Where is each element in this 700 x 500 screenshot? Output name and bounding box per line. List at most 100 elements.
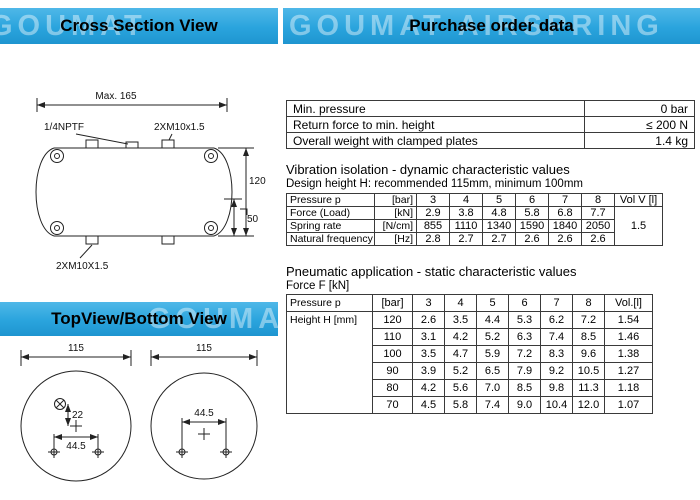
value-cell: 7.2 xyxy=(508,345,541,363)
dim-heights xyxy=(218,147,254,237)
thread-label-top: 2XM10x1.5 xyxy=(154,122,205,133)
value-cell: 7.4 xyxy=(476,396,509,414)
value-cell: 8.5 xyxy=(508,379,541,397)
value-cell: 7.2 xyxy=(572,311,605,329)
dim-label-height-total: 120 xyxy=(249,176,266,187)
height-value: 100 xyxy=(372,345,413,363)
value-cell: 3.1 xyxy=(412,328,445,346)
value-cell: 3.5 xyxy=(444,311,477,329)
table-row: 90 3.9 5.2 6.5 7.9 9.2 10.5 1.27 xyxy=(287,362,653,380)
value-cell: 2.7 xyxy=(449,232,483,246)
dim-label-diameter-right: 115 xyxy=(196,343,212,354)
table-row: Min. pressure 0 bar xyxy=(286,100,695,117)
vol-value: 1.18 xyxy=(604,379,653,397)
vibration-table: Pressure p [bar] 3 4 5 6 7 8 Vol V [l] F… xyxy=(286,193,663,246)
table-row: Height H [mm] 120 2.6 3.5 4.4 5.3 6.2 7.… xyxy=(286,311,653,414)
value-cell: 2.6 xyxy=(548,232,582,246)
spec-value: ≤ 200 N xyxy=(584,116,695,133)
dim-label-diameter-left: 115 xyxy=(68,343,84,354)
pneumatic-table: Pressure p [bar] 3 4 5 6 7 8 Vol.[l] Hei… xyxy=(286,294,653,414)
leader-lines xyxy=(75,133,173,259)
row-unit: [N/cm] xyxy=(374,219,417,233)
top-bottom-view-drawing: 115 115 22 44.5 44.5 xyxy=(20,343,258,482)
value-cell: 2.6 xyxy=(412,311,445,329)
table-row: Pressure p [bar] 3 4 5 6 7 8 Vol.[l] xyxy=(286,294,653,312)
value-cell: 2.9 xyxy=(416,206,450,220)
value-cell: 2.8 xyxy=(416,232,450,246)
port-label: 1/4NPTF xyxy=(44,122,84,133)
value-cell: 8.5 xyxy=(572,328,605,346)
table-row: Spring rate [N/cm] 855 1110 1340 1590 18… xyxy=(286,219,663,233)
value-cell: 3.5 xyxy=(412,345,445,363)
value-cell: 4.8 xyxy=(482,206,516,220)
header-cross-section: GOUMAT Cross Section View xyxy=(0,8,278,44)
value-cell: 6.2 xyxy=(540,311,573,329)
vol-value: 1.54 xyxy=(604,311,653,329)
pressure-col-header: 7 xyxy=(540,294,573,312)
vol-value: 1.5 xyxy=(614,206,663,246)
row-label: Spring rate xyxy=(286,219,375,233)
value-cell: 7.0 xyxy=(476,379,509,397)
value-cell: 5.2 xyxy=(476,328,509,346)
row-unit: [Hz] xyxy=(374,232,417,246)
vol-value: 1.46 xyxy=(604,328,653,346)
value-cell: 3.9 xyxy=(412,362,445,380)
general-specs-table: Min. pressure 0 bar Return force to min.… xyxy=(286,100,695,149)
pressure-col-header: 3 xyxy=(416,193,450,207)
spec-label: Return force to min. height xyxy=(286,116,585,133)
value-cell: 7.9 xyxy=(508,362,541,380)
vibration-section-title: Vibration isolation - dynamic characteri… xyxy=(286,162,570,177)
table-row: Force (Load) [kN] 2.9 3.8 4.8 5.8 6.8 7.… xyxy=(286,206,663,246)
height-value: 90 xyxy=(372,362,413,380)
brand-watermark: GOUMAT xyxy=(148,303,278,335)
value-cell: 5.3 xyxy=(508,311,541,329)
spec-value: 0 bar xyxy=(584,100,695,117)
vol-value: 1.27 xyxy=(604,362,653,380)
value-cell: 6.8 xyxy=(548,206,582,220)
value-cell: 1590 xyxy=(515,219,549,233)
pressure-col-header: 8 xyxy=(572,294,605,312)
dim-label-offset: 22 xyxy=(72,410,84,421)
value-cell: 7.7 xyxy=(581,206,615,220)
value-cell: 11.3 xyxy=(572,379,605,397)
design-height-note: Design height H: recommended 115mm, mini… xyxy=(286,178,583,190)
value-cell: 9.8 xyxy=(540,379,573,397)
height-value: 110 xyxy=(372,328,413,346)
row-label: Force (Load) xyxy=(286,206,375,220)
value-cell: 10.4 xyxy=(540,396,573,414)
height-value: 70 xyxy=(372,396,413,414)
section-title-top-bottom-view: TopView/Bottom View xyxy=(51,309,227,328)
row-label: Pressure p xyxy=(286,193,375,207)
pressure-col-header: 5 xyxy=(482,193,516,207)
table-row: Return force to min. height ≤ 200 N xyxy=(286,116,695,133)
dim-label-max-width: Max. 165 xyxy=(95,91,137,102)
value-cell: 9.0 xyxy=(508,396,541,414)
stud-marks-right xyxy=(176,446,232,458)
thread-label-bottom: 2XM10X1.5 xyxy=(56,261,109,272)
pressure-col-header: 4 xyxy=(444,294,477,312)
pressure-col-header: 6 xyxy=(515,193,549,207)
value-cell: 855 xyxy=(416,219,450,233)
vol-value: 1.38 xyxy=(604,345,653,363)
value-cell: 5.9 xyxy=(476,345,509,363)
height-value: 120 xyxy=(372,311,413,329)
value-cell: 4.4 xyxy=(476,311,509,329)
value-cell: 5.8 xyxy=(444,396,477,414)
value-cell: 2.6 xyxy=(581,232,615,246)
height-label: Height H [mm] xyxy=(286,311,373,414)
value-cell: 2050 xyxy=(581,219,615,233)
value-cell: 4.2 xyxy=(412,379,445,397)
pressure-col-header: 3 xyxy=(412,294,445,312)
pneumatic-section-title: Pneumatic application - static character… xyxy=(286,264,577,279)
section-title-cross-section: Cross Section View xyxy=(60,16,218,35)
vol-value: 1.07 xyxy=(604,396,653,414)
spec-value: 1.4 kg xyxy=(584,132,695,149)
value-cell: 1840 xyxy=(548,219,582,233)
pressure-col-header: 5 xyxy=(476,294,509,312)
value-cell: 2.6 xyxy=(515,232,549,246)
value-cell: 5.2 xyxy=(444,362,477,380)
row-unit: [bar] xyxy=(372,294,413,312)
dim-label-pitch-left: 44.5 xyxy=(66,441,86,452)
pressure-col-header: 4 xyxy=(449,193,483,207)
